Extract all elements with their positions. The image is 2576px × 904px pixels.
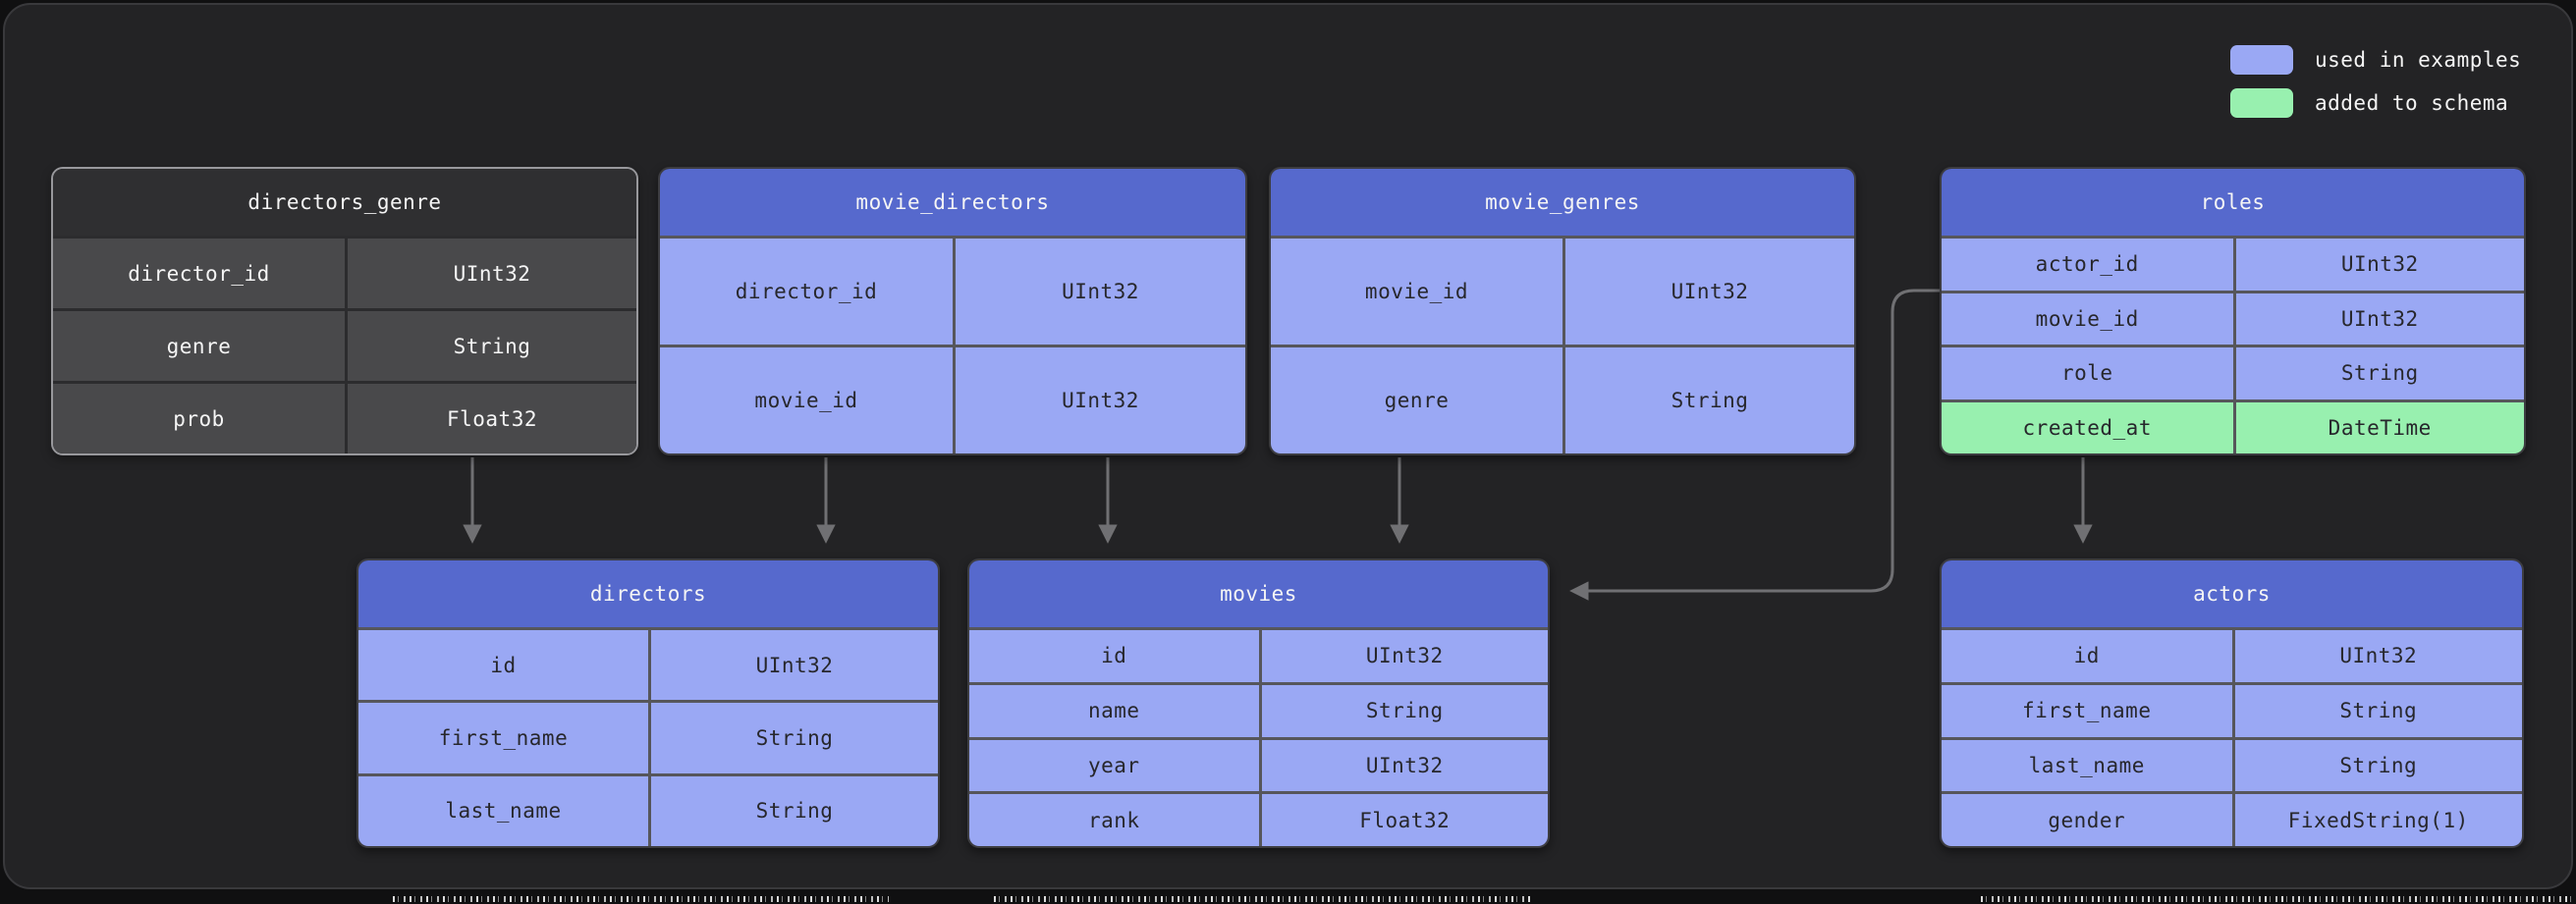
table-title: roles	[1942, 169, 2524, 236]
column-name-cell: genre	[166, 334, 232, 358]
column-name-cell: director_id	[735, 280, 878, 303]
column-name-cell: director_id	[128, 261, 270, 286]
column-type-cell: UInt32	[1258, 739, 1549, 792]
column-type-cell: String	[2231, 684, 2523, 737]
column-name-cell: last_name	[445, 799, 562, 824]
table-row: director_id UInt32	[53, 236, 636, 308]
column-type-cell: UInt32	[2232, 292, 2525, 345]
column-type-cell: UInt32	[2231, 630, 2523, 682]
table-body: id UInt32 name String year UInt32 rank F…	[969, 627, 1548, 846]
column-name-cell: year	[1087, 753, 1140, 777]
table-row: last_name String	[1942, 736, 2523, 792]
legend-item-added-to-schema: added to schema	[2230, 88, 2521, 118]
table-row: first_name String	[1942, 681, 2523, 737]
legend: used in examples added to schema	[2230, 45, 2521, 118]
table-row: id UInt32	[1942, 627, 2522, 682]
column-name-cell: first_name	[438, 725, 569, 750]
column-type-cell: UInt32	[1258, 630, 1549, 682]
column-name-cell: movie_id	[754, 389, 858, 412]
column-name-cell: movie_id	[2035, 306, 2139, 331]
column-name-cell: movie_id	[1364, 280, 1469, 303]
table-row: prob Float32	[53, 381, 636, 453]
column-name-cell: id	[490, 653, 517, 677]
column-type-cell: String	[1258, 684, 1549, 737]
table-roles: roles actor_id UInt32 movie_id UInt32 ro…	[1940, 167, 2526, 455]
table-row: movie_id UInt32	[1271, 236, 1854, 345]
column-type-cell: String	[2232, 347, 2525, 399]
table-row: actor_id UInt32	[1942, 236, 2524, 291]
table-row: id UInt32	[969, 627, 1548, 682]
column-type-cell: FixedString(1)	[2231, 794, 2523, 846]
table-body: id UInt32 first_name String last_name St…	[1942, 627, 2522, 846]
column-type-cell: UInt32	[648, 630, 938, 701]
table-title: directors	[358, 560, 938, 627]
column-type-cell: String	[648, 703, 938, 773]
legend-swatch-added-to-schema	[2230, 88, 2293, 118]
truncated-bottom-text-strip	[393, 896, 889, 902]
column-type-cell: Float32	[345, 384, 636, 453]
column-name-cell: id	[1101, 644, 1127, 668]
table-movie-genres: movie_genres movie_id UInt32 genre Strin…	[1269, 167, 1856, 455]
column-type-cell: String	[2231, 739, 2523, 792]
column-name-cell: genre	[1384, 389, 1450, 412]
column-name-cell: role	[2060, 361, 2113, 386]
column-type-cell: String	[1562, 347, 1854, 453]
column-name-cell: first_name	[2022, 699, 2152, 723]
table-row: gender FixedString(1)	[1942, 791, 2522, 846]
table-row: last_name String	[358, 772, 938, 846]
column-name-cell: name	[1087, 699, 1140, 723]
table-actors: actors id UInt32 first_name String last_…	[1940, 558, 2524, 848]
column-name-cell: last_name	[2028, 753, 2145, 777]
column-type-cell: UInt32	[953, 347, 1245, 453]
table-title: movies	[969, 560, 1548, 627]
column-name-cell: id	[2073, 644, 2100, 668]
table-title: actors	[1942, 560, 2522, 627]
column-type-cell: String	[648, 775, 938, 846]
table-row: genre String	[1271, 345, 1854, 453]
table-row: movie_id UInt32	[660, 345, 1245, 453]
table-row: rank Float32	[969, 791, 1548, 846]
table-body: director_id UInt32 movie_id UInt32	[660, 236, 1245, 453]
table-row: first_name String	[358, 700, 938, 773]
truncated-bottom-text-strip	[1981, 896, 2576, 902]
table-directors-genre: directors_genre director_id UInt32 genre…	[51, 167, 638, 455]
table-title: movie_directors	[660, 169, 1245, 236]
table-row: year UInt32	[969, 736, 1549, 792]
table-movie-directors: movie_directors director_id UInt32 movie…	[658, 167, 1247, 455]
column-type-cell: UInt32	[1562, 239, 1854, 345]
table-row: id UInt32	[358, 627, 938, 701]
table-directors: directors id UInt32 first_name String la…	[356, 558, 940, 848]
table-title: directors_genre	[53, 169, 636, 236]
column-type-cell: UInt32	[953, 239, 1245, 345]
column-type-cell: UInt32	[2232, 239, 2525, 291]
column-name-cell: actor_id	[2035, 252, 2139, 277]
table-row: director_id UInt32	[660, 236, 1245, 345]
column-type-cell: UInt32	[345, 239, 636, 308]
legend-label: used in examples	[2315, 48, 2522, 72]
column-type-cell: String	[345, 311, 636, 381]
column-name-cell: prob	[173, 406, 225, 431]
table-body: actor_id UInt32 movie_id UInt32 role Str…	[1942, 236, 2524, 453]
legend-item-used-in-examples: used in examples	[2230, 45, 2521, 75]
table-row: role String	[1942, 345, 2524, 399]
table-row: name String	[969, 681, 1549, 737]
legend-label: added to schema	[2315, 91, 2509, 115]
table-body: movie_id UInt32 genre String	[1271, 236, 1854, 453]
column-name-cell: created_at	[2022, 415, 2152, 440]
legend-swatch-used-in-examples	[2230, 45, 2293, 75]
table-row-added-to-schema: created_at DateTime	[1942, 399, 2525, 453]
table-body: director_id UInt32 genre String prob Flo…	[53, 236, 636, 453]
column-name-cell: rank	[1087, 808, 1140, 832]
column-type-cell: DateTime	[2232, 401, 2525, 453]
column-name-cell: gender	[2048, 808, 2126, 832]
table-movies: movies id UInt32 name String year UInt32…	[967, 558, 1550, 848]
truncated-bottom-text-strip	[994, 896, 1530, 902]
table-body: id UInt32 first_name String last_name St…	[358, 627, 938, 846]
table-title: movie_genres	[1271, 169, 1854, 236]
table-row: movie_id UInt32	[1942, 290, 2525, 345]
table-row: genre String	[53, 308, 636, 381]
column-type-cell: Float32	[1258, 794, 1549, 846]
